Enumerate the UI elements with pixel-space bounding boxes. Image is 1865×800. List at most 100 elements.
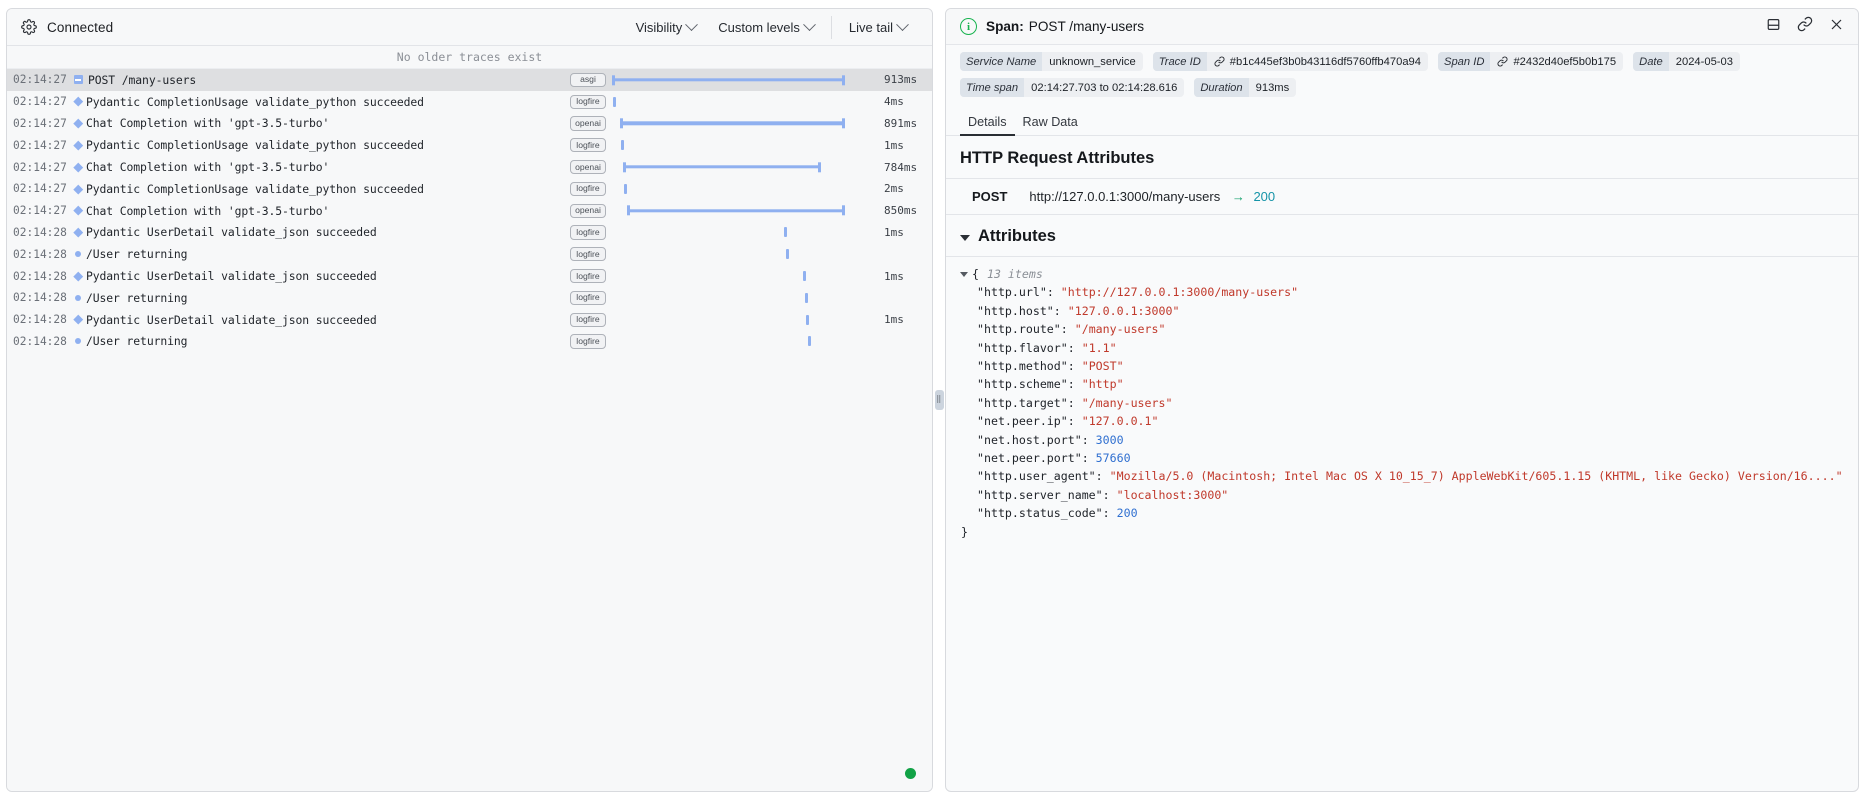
trace-row-timeline (610, 200, 880, 222)
json-value: 200 (1116, 506, 1138, 521)
link-icon[interactable] (1797, 16, 1813, 37)
trace-row-label: Chat Completion with 'gpt-3.5-turbo' (86, 116, 330, 131)
trace-row-label: /User returning (86, 290, 188, 305)
trace-rows-container[interactable]: 02:14:27 POST /many-users asgi 913ms 02:14:2… (7, 69, 932, 791)
connection-status-label: Connected (47, 19, 114, 35)
diamond-icon (73, 140, 83, 150)
json-key: "http.route" (977, 322, 1061, 337)
panel-splitter[interactable]: ⣿ (933, 8, 945, 792)
json-root-toggle[interactable]: { 13 items (960, 265, 1844, 283)
metadata-chip-value[interactable]: #b1c445ef3b0b43116df5760ffb470a94 (1207, 52, 1428, 71)
tab-details[interactable]: Details (960, 115, 1015, 136)
json-value: "/many-users" (1081, 395, 1173, 410)
trace-duration-bar (620, 118, 845, 130)
row-marker (70, 271, 86, 281)
trace-duration-bar (627, 205, 845, 217)
metadata-chip-value: unknown_service (1042, 52, 1142, 71)
trace-row-duration: 913ms (884, 73, 918, 87)
detail-tabs[interactable]: Details Raw Data (946, 105, 1858, 136)
trace-duration-bar (784, 227, 787, 238)
panel-layout-icon[interactable] (1766, 17, 1781, 37)
json-value: "127.0.0.1" (1081, 414, 1159, 429)
trace-row-timestamp: 02:14:27 (13, 182, 67, 196)
span-title: POST /many-users (1028, 19, 1145, 34)
trace-row-badge: asgi (570, 72, 606, 87)
http-request-target: http://127.0.0.1:3000/many-users → 200 (1029, 189, 1275, 204)
trace-row-timestamp: 02:14:28 (13, 269, 67, 283)
trace-row-badge: openai (570, 116, 606, 131)
trace-row-duration: 4ms (884, 95, 904, 109)
toolbar-menus: Visibility Custom levels Live tail (625, 9, 918, 45)
json-colon: : (1046, 285, 1061, 300)
attributes-section-header[interactable]: Attributes (946, 215, 1858, 256)
trace-row-label: POST /many-users (88, 72, 197, 87)
dot-icon (75, 294, 81, 301)
trace-duration-bar (624, 183, 627, 194)
row-marker (70, 206, 86, 216)
json-line: "http.flavor": "1.1" (960, 339, 1844, 357)
metadata-chip-value[interactable]: #2432d40ef5b0b175 (1490, 52, 1623, 71)
trace-row-badge: logfire (570, 269, 606, 284)
chevron-down-icon (803, 17, 816, 31)
visibility-menu[interactable]: Visibility (625, 17, 708, 35)
trace-row-duration: 1ms (884, 269, 904, 283)
trace-row-badge: logfire (570, 94, 606, 109)
json-value: "http://127.0.0.1:3000/many-users" (1060, 285, 1299, 300)
json-open-brace: { (972, 267, 979, 281)
json-line: "http.server_name": "localhost:3000" (960, 486, 1844, 504)
close-icon[interactable] (1829, 17, 1844, 37)
trace-row-duration: 891ms (884, 116, 918, 130)
custom-levels-menu[interactable]: Custom levels (707, 17, 825, 35)
trace-row-timestamp: 02:14:28 (13, 313, 67, 327)
trace-toolbar: Connected Visibility Custom levels Live … (7, 9, 932, 46)
metadata-chip-key: Duration (1194, 78, 1249, 97)
connection-status-group: Connected (21, 19, 113, 35)
collapse-toggle-icon (73, 75, 83, 85)
diamond-icon (73, 206, 83, 216)
link-icon[interactable] (1497, 56, 1508, 68)
json-key: "http.status_code" (977, 506, 1103, 521)
json-line: "http.route": "/many-users" (960, 320, 1844, 338)
live-tail-menu-label: Live tail (848, 19, 893, 35)
gear-icon[interactable] (21, 19, 37, 35)
grip-icon: ⣿ (936, 396, 942, 403)
row-marker (70, 184, 86, 194)
live-tail-menu[interactable]: Live tail (838, 17, 918, 35)
chevron-down-icon[interactable] (960, 271, 968, 277)
metadata-chip-key: Service Name (960, 52, 1043, 71)
metadata-chip-value-text: #2432d40ef5b0b175 (1513, 55, 1617, 68)
trace-row-label: Pydantic CompletionUsage validate_python… (86, 94, 424, 109)
json-colon: : (1102, 487, 1117, 502)
json-key: "http.user_agent" (977, 469, 1096, 484)
tab-raw-data[interactable]: Raw Data (1022, 115, 1078, 129)
json-line: "http.host": "127.0.0.1:3000" (960, 302, 1844, 320)
json-key: "http.flavor" (977, 340, 1068, 355)
diamond-icon (73, 271, 83, 281)
trace-row-timestamp: 02:14:27 (13, 160, 67, 174)
splitter-handle[interactable]: ⣿ (934, 390, 944, 410)
trace-duration-bar (803, 271, 806, 282)
link-icon[interactable] (1214, 56, 1225, 68)
chevron-down-icon[interactable] (960, 235, 970, 241)
json-colon: : (1067, 359, 1082, 374)
collapse-toggle[interactable] (70, 75, 86, 85)
trace-row-timeline (610, 309, 880, 331)
toolbar-divider (830, 15, 832, 39)
trace-row-timeline (610, 156, 880, 178)
trace-row-timestamp: 02:14:27 (13, 204, 67, 218)
